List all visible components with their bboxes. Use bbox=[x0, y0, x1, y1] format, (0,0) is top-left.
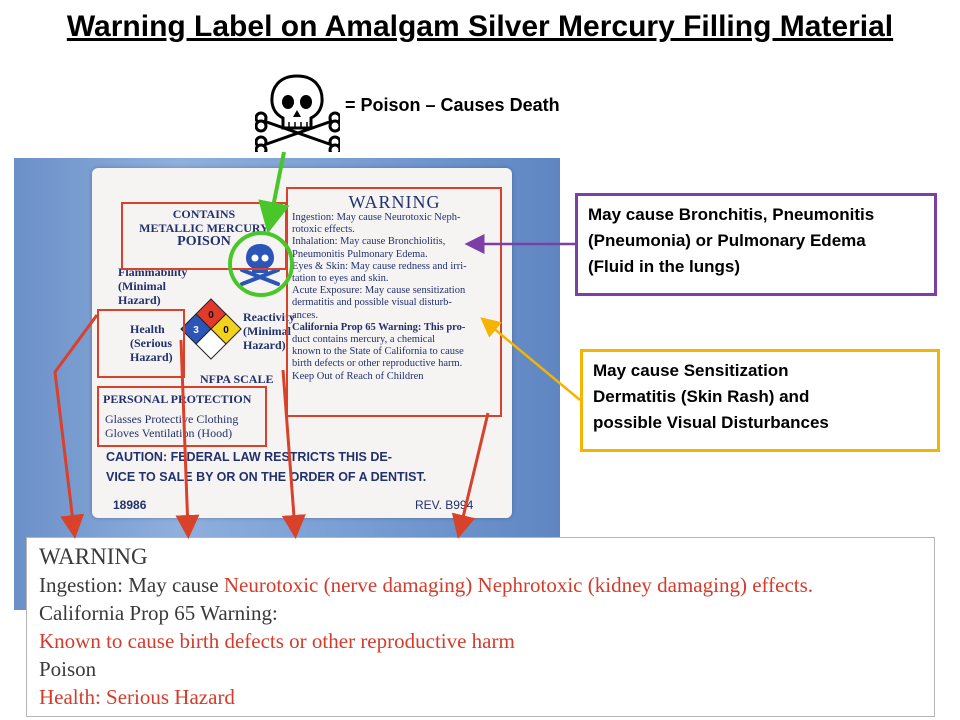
warning-line: dermatitis and possible visual disturb- bbox=[292, 297, 452, 309]
label-revision: REV. B994 bbox=[415, 498, 474, 512]
label-warning-heading: WARNING bbox=[348, 192, 441, 212]
reactivity-line: (Minimal bbox=[243, 324, 291, 338]
warning-line: birth defects or other reproductive harm… bbox=[292, 358, 463, 370]
callout-dermatitis: May cause Sensitization Dermatitis (Skin… bbox=[580, 349, 940, 452]
ppe-heading: PERSONAL PROTECTION bbox=[103, 392, 252, 406]
bottom-warning-panel: WARNING Ingestion: May cause Neurotoxic … bbox=[26, 537, 935, 717]
flammability-line: Hazard) bbox=[118, 293, 161, 307]
health-line: Hazard) bbox=[130, 350, 173, 364]
contains-highlight-box bbox=[121, 202, 287, 270]
diamond-left-number: 3 bbox=[193, 325, 199, 336]
bottom-warning-heading: WARNING bbox=[39, 544, 148, 569]
page-title: Warning Label on Amalgam Silver Mercury … bbox=[66, 10, 894, 43]
diamond-right-number: 0 bbox=[223, 325, 229, 336]
callout-line: Dermatitis (Skin Rash) and bbox=[593, 387, 810, 406]
warning-line: tation to eyes and skin. bbox=[292, 273, 389, 285]
warning-line: California Prop 65 Warning: This pro- bbox=[292, 321, 466, 333]
callout-line: (Fluid in the lungs) bbox=[588, 257, 741, 276]
flammability-text: Flammability (Minimal Hazard) bbox=[118, 265, 187, 307]
label-sheet bbox=[92, 168, 512, 518]
contains-line: POISON bbox=[177, 234, 231, 249]
warning-line: Inhalation: May cause Bronchiolitis, bbox=[292, 236, 446, 248]
reactivity-line: Hazard) bbox=[243, 338, 286, 352]
warning-line: known to the State of California to caus… bbox=[292, 346, 464, 358]
label-warning-block: WARNING Ingestion: May cause Neurotoxic … bbox=[292, 192, 497, 383]
warning-line: Ingestion: May cause Neurotoxic Neph- bbox=[292, 212, 461, 223]
bottom-prop65-line: California Prop 65 Warning: bbox=[39, 601, 278, 625]
bottom-ingestion-line: Ingestion: May cause Neurotoxic (nerve d… bbox=[39, 573, 813, 598]
reactivity-line: Reactivity bbox=[243, 310, 295, 324]
nfpa-diamond-icon: 0 3 0 bbox=[180, 298, 242, 360]
contains-line: CONTAINS bbox=[172, 207, 236, 221]
callout-line: May cause Sensitization bbox=[593, 361, 789, 380]
ppe-highlight-box bbox=[97, 386, 267, 447]
warning-line: Pneumonitis Pulmonary Edema. bbox=[292, 248, 428, 260]
caution-text: CAUTION: FEDERAL LAW RESTRICTS THIS DE- … bbox=[106, 447, 426, 487]
callout-line: (Pneumonia) or Pulmonary Edema bbox=[588, 231, 866, 250]
flammability-line: (Minimal bbox=[118, 279, 166, 293]
bottom-poison-line: Poison bbox=[39, 657, 97, 681]
callout-line: May cause Bronchitis, Pneumonitis bbox=[588, 205, 875, 224]
warning-line: Keep Out of Reach of Children bbox=[292, 370, 424, 382]
nfpa-scale-label: NFPA SCALE bbox=[200, 372, 274, 386]
skull-legend-text: = Poison – Causes Death bbox=[345, 95, 560, 115]
warning-highlight-box bbox=[286, 187, 502, 417]
caution-line: VICE TO SALE BY OR ON THE ORDER OF A DEN… bbox=[106, 470, 427, 484]
callout-line: possible Visual Disturbances bbox=[593, 413, 829, 432]
health-highlight-box bbox=[97, 309, 185, 378]
caution-line: CAUTION: FEDERAL LAW RESTRICTS THIS DE- bbox=[106, 450, 392, 464]
ppe-line: Glasses Protective Clothing bbox=[105, 412, 239, 426]
warning-line: duct contains mercury, a chemical bbox=[292, 334, 436, 346]
ppe-line: Gloves Ventilation (Hood) bbox=[105, 426, 233, 440]
bottom-birth-defects-line: Known to cause birth defects or other re… bbox=[39, 629, 515, 653]
health-text: Health (Serious Hazard) bbox=[130, 322, 173, 364]
ingestion-prefix: Ingestion: May cause bbox=[39, 573, 224, 597]
reactivity-text: Reactivity (Minimal Hazard) bbox=[243, 310, 295, 352]
warning-line: ances. bbox=[292, 309, 318, 321]
warning-line: rotoxic effects. bbox=[292, 224, 355, 236]
warning-line: Eyes & Skin: May cause redness and irri- bbox=[292, 260, 467, 272]
ingestion-effect: Neurotoxic (nerve damaging) Nephrotoxic … bbox=[223, 573, 814, 597]
skull-crossbones-icon bbox=[255, 74, 340, 152]
callout-bronchitis: May cause Bronchitis, Pneumonitis (Pneum… bbox=[575, 193, 937, 296]
label-code: 18986 bbox=[113, 498, 147, 512]
diamond-top-number: 0 bbox=[208, 310, 214, 321]
health-line: Health bbox=[130, 322, 165, 336]
warning-line: Acute Exposure: May cause sensitization bbox=[292, 285, 466, 297]
ppe-list: Glasses Protective Clothing Gloves Venti… bbox=[105, 412, 238, 440]
bottom-health-line: Health: Serious Hazard bbox=[39, 685, 235, 709]
health-line: (Serious bbox=[130, 336, 172, 350]
